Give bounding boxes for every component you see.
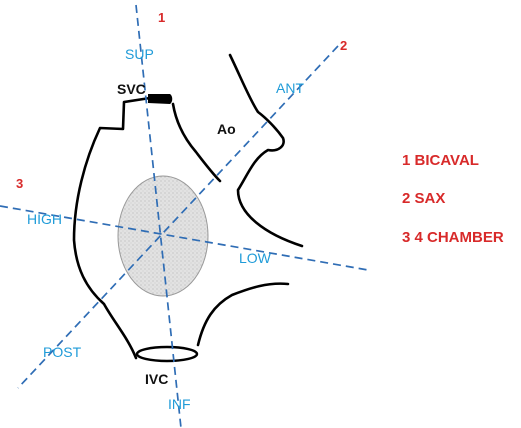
label-ao: Ao xyxy=(217,121,236,137)
plane-3-axis xyxy=(0,205,369,271)
legend: 1 BICAVAL 2 SAX 3 4 CHAMBER xyxy=(402,152,504,246)
legend-item-sax: 2 SAX xyxy=(402,190,445,207)
legend-item-4-chamber: 3 4 CHAMBER xyxy=(402,229,504,246)
aorta-inner-wall xyxy=(171,102,222,183)
aorta-outer-wall xyxy=(228,53,304,248)
right-atrium-wall xyxy=(72,96,152,360)
plane-2-axis xyxy=(17,45,339,389)
plane-2-number: 2 xyxy=(340,38,347,53)
inferior-atrial-wall xyxy=(196,282,290,347)
direction-low: LOW xyxy=(239,250,272,266)
direction-inf: INF xyxy=(168,396,191,412)
legend-item-bicaval: 1 BICAVAL xyxy=(402,152,479,169)
svc-stump xyxy=(148,94,173,104)
plane-1-axis xyxy=(135,4,182,428)
direction-post: POST xyxy=(43,344,82,360)
direction-sup: SUP xyxy=(125,46,154,62)
plane-3-number: 3 xyxy=(16,176,23,191)
ivc-ring xyxy=(135,345,199,363)
heart-outline xyxy=(72,53,304,360)
imaging-planes xyxy=(0,4,369,428)
label-svc: SVC xyxy=(117,81,146,97)
direction-ant: ANT xyxy=(276,80,304,96)
plane-1-number: 1 xyxy=(158,10,165,25)
direction-high: HIGH xyxy=(27,211,62,227)
fossa-ovalis xyxy=(117,175,209,297)
label-ivc: IVC xyxy=(145,371,168,387)
